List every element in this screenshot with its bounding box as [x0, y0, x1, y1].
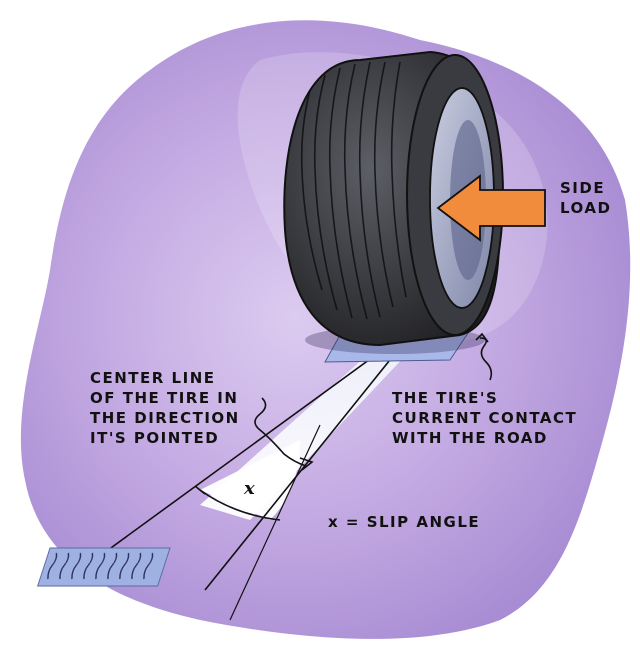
center-line-leader-arrowhead: [299, 457, 314, 471]
center-line-label: CENTER LINE OF THE TIRE IN THE DIRECTION…: [90, 368, 240, 448]
contact-line-1: THE TIRE'S: [392, 389, 499, 407]
side-load-arrow: [436, 174, 546, 242]
center-line-leader: [254, 397, 307, 467]
contact-line-2: CURRENT CONTACT: [392, 409, 578, 427]
center-line-line-3: THE DIRECTION: [90, 409, 240, 427]
side-load-line-2: LOAD: [560, 199, 612, 217]
center-line-line-4: IT'S POINTED: [90, 429, 220, 447]
contact-leader-arrowhead: [475, 332, 489, 343]
slip-angle-arc: [199, 489, 281, 521]
side-load-line-1: SIDE: [560, 179, 606, 197]
slip-angle-symbol: x: [244, 478, 255, 499]
tread-mark-patch: [36, 547, 171, 587]
slip-angle-legend: x = SLIP ANGLE: [328, 513, 481, 531]
contact-label: THE TIRE'S CURRENT CONTACT WITH THE ROAD: [392, 388, 577, 448]
tire-illustration: [283, 50, 504, 354]
slip-angle-arc-tick: [194, 485, 206, 495]
side-load-label: SIDE LOAD: [560, 178, 611, 218]
tire-direction-line: [59, 329, 411, 586]
center-line-line-2: OF THE TIRE IN: [90, 389, 239, 407]
contact-line-3: WITH THE ROAD: [392, 429, 548, 447]
slip-angle-sector: [200, 440, 300, 520]
center-line-line-1: CENTER LINE: [90, 369, 216, 387]
travel-direction-line-2: [229, 424, 321, 621]
travel-direction-line: [204, 334, 411, 591]
